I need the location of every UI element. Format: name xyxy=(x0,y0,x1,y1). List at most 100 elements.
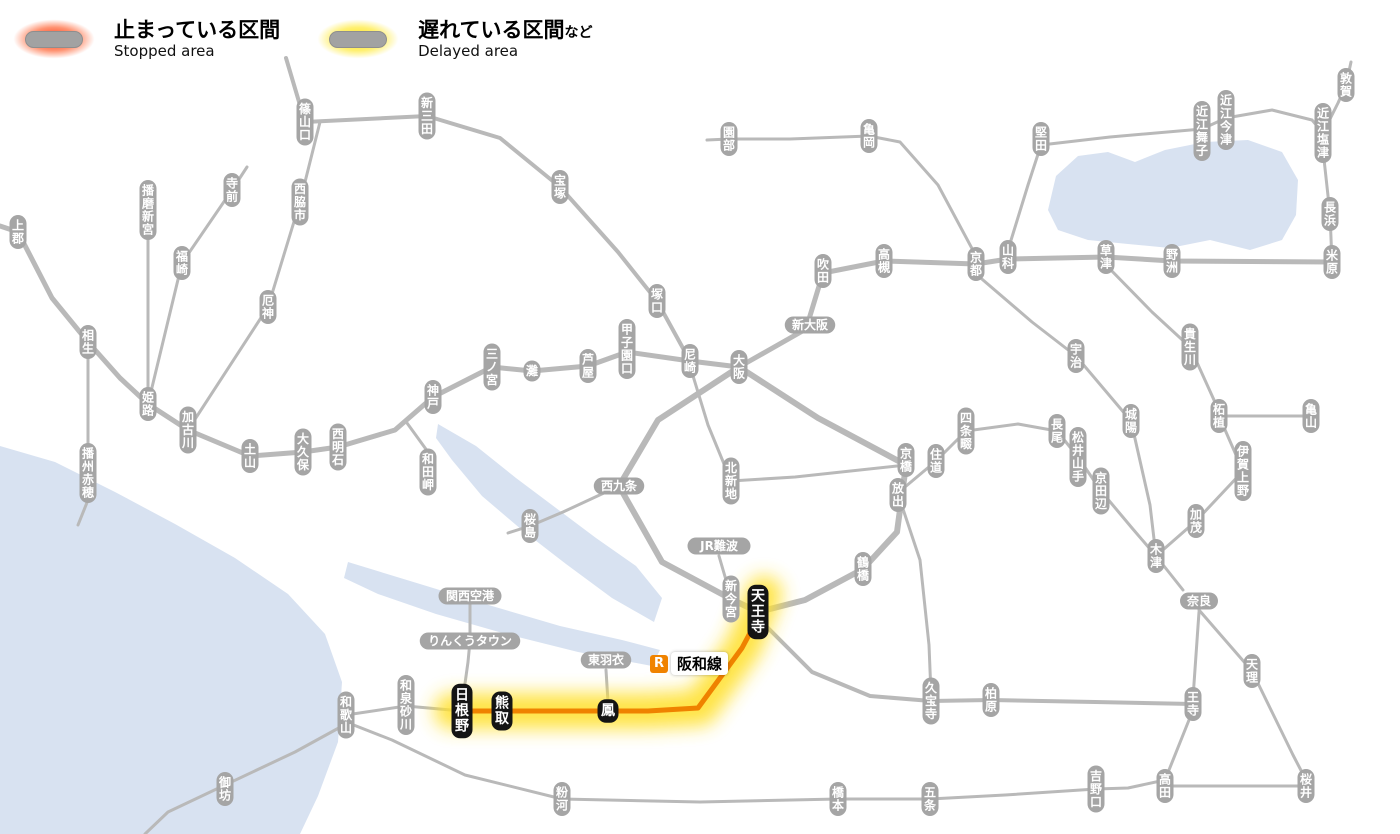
delayed-glow-icon xyxy=(304,8,413,70)
rail-line-airport-line xyxy=(460,599,472,707)
station-pill: 高田 xyxy=(1156,769,1174,803)
svg-text:西脇市: 西脇市 xyxy=(294,182,306,222)
stopped-area-sublabel: Stopped area xyxy=(114,42,215,61)
station-pill: 木津 xyxy=(1147,539,1165,573)
station-pill: 関西空港 xyxy=(438,587,502,605)
svg-text:福崎: 福崎 xyxy=(175,249,188,277)
delayed-area-sublabel: Delayed area xyxy=(418,42,519,61)
svg-text:和泉砂川: 和泉砂川 xyxy=(399,678,413,732)
station-pill: 伊賀上野 xyxy=(1234,441,1252,501)
rail-line-yumesaki xyxy=(506,484,621,535)
rail-line-kusatsu-line xyxy=(1104,263,1221,418)
svg-text:園部: 園部 xyxy=(723,126,735,153)
station-pill: 宇治 xyxy=(1067,339,1085,373)
svg-text:高田: 高田 xyxy=(1159,772,1171,800)
station-pill: 福崎 xyxy=(173,246,191,280)
station-pill: 加古川 xyxy=(179,406,197,454)
svg-text:三ノ宮: 三ノ宮 xyxy=(486,347,498,387)
station-pill: 三ノ宮 xyxy=(483,343,501,391)
svg-text:日根野: 日根野 xyxy=(455,688,470,735)
station-pill: 亀山 xyxy=(1302,399,1320,433)
station-pill: 奈良 xyxy=(1180,592,1218,610)
station-pill: 高槻 xyxy=(875,244,893,278)
station-pill: 篠山口 xyxy=(296,98,314,146)
rail-line-fukuchiyama xyxy=(284,56,692,363)
rail-line-osaka-loop xyxy=(616,364,909,615)
svg-text:甲子園口: 甲子園口 xyxy=(621,323,633,376)
station-pill: 御坊 xyxy=(216,772,234,806)
svg-text:亀岡: 亀岡 xyxy=(863,122,875,150)
rail-line-sagano xyxy=(705,134,978,258)
svg-text:加茂: 加茂 xyxy=(1189,507,1202,535)
station-pill: 山科 xyxy=(999,240,1017,274)
svg-text:加古川: 加古川 xyxy=(181,409,194,450)
svg-text:宝塚: 宝塚 xyxy=(554,173,566,201)
station-pill: 桜島 xyxy=(521,509,539,543)
station-pill: 和泉砂川 xyxy=(397,675,415,735)
stopped-glow-icon xyxy=(0,8,108,70)
svg-text:吉野口: 吉野口 xyxy=(1090,768,1102,809)
rail-line-biwako-line xyxy=(973,254,1335,267)
svg-text:天理: 天理 xyxy=(1246,658,1259,685)
hanwa-line-highlight xyxy=(459,615,761,714)
svg-text:寺前: 寺前 xyxy=(226,176,238,204)
rail-line-sakurai-line xyxy=(1197,608,1308,782)
station-pill: 王寺 xyxy=(1184,687,1202,721)
svg-text:天王寺: 天王寺 xyxy=(751,589,766,636)
station-pill: 放出 xyxy=(889,478,907,512)
svg-text:松井山手: 松井山手 xyxy=(1072,430,1084,484)
svg-text:草津: 草津 xyxy=(1100,243,1112,271)
station-pill: 長尾 xyxy=(1048,414,1066,448)
line-name-label: 阪和線 xyxy=(671,652,729,675)
rail-line-oji-nara xyxy=(1191,610,1201,700)
svg-text:放出: 放出 xyxy=(891,481,905,509)
svg-text:山科: 山科 xyxy=(1002,243,1014,271)
station-pill: 草津 xyxy=(1097,240,1115,274)
water-area xyxy=(0,446,342,834)
svg-text:鳳: 鳳 xyxy=(601,703,615,719)
svg-text:四条畷: 四条畷 xyxy=(959,411,973,451)
svg-text:橋本: 橋本 xyxy=(832,785,845,813)
svg-text:京橋: 京橋 xyxy=(900,446,913,474)
rail-line-osaka-higashi xyxy=(897,495,933,696)
water-area xyxy=(344,562,660,666)
svg-text:高槻: 高槻 xyxy=(878,247,890,275)
svg-text:近江今津: 近江今津 xyxy=(1219,93,1233,147)
station-pill: 大阪 xyxy=(730,350,748,384)
station-pill: 新三田 xyxy=(418,92,436,140)
svg-text:米原: 米原 xyxy=(1326,248,1339,276)
svg-text:王寺: 王寺 xyxy=(1187,691,1199,718)
station-pill: 京田辺 xyxy=(1092,467,1110,515)
station-pill: 西明石 xyxy=(329,423,347,471)
svg-text:桜井: 桜井 xyxy=(1300,772,1312,800)
station-pill: 灘 xyxy=(523,360,541,382)
svg-text:長浜: 長浜 xyxy=(1324,200,1337,228)
svg-text:新大阪: 新大阪 xyxy=(792,317,829,332)
svg-text:住道: 住道 xyxy=(930,447,942,475)
station-pill: 吹田 xyxy=(814,254,832,288)
svg-text:尼崎: 尼崎 xyxy=(684,348,696,375)
stopped-segment-swatch xyxy=(25,30,83,48)
station-pill: 尼崎 xyxy=(681,344,699,378)
svg-text:土山: 土山 xyxy=(244,442,256,470)
rail-line-yamatoji xyxy=(756,616,1195,706)
rail-line-tozai xyxy=(688,364,908,483)
svg-text:貴生川: 貴生川 xyxy=(1183,326,1196,367)
svg-text:野洲: 野洲 xyxy=(1166,248,1178,275)
station-pill: 敦賀 xyxy=(1337,68,1355,102)
station-pill: 野洲 xyxy=(1163,244,1181,278)
station-pill: 和歌山 xyxy=(337,691,355,739)
svg-text:吹田: 吹田 xyxy=(817,257,830,285)
hanwa-line-badge: R 阪和線 xyxy=(650,652,729,675)
station-pill: 東羽衣 xyxy=(580,651,632,669)
station-pill: 寺前 xyxy=(223,173,241,207)
svg-text:りんくうタウン: りんくうタウン xyxy=(428,634,512,648)
svg-text:近江塩津: 近江塩津 xyxy=(1317,106,1329,160)
station-pill: 堅田 xyxy=(1032,122,1050,156)
station-pill: 園部 xyxy=(720,122,738,156)
svg-text:和歌山: 和歌山 xyxy=(339,694,353,735)
svg-text:相生: 相生 xyxy=(82,328,94,356)
station-pill: 神戸 xyxy=(424,380,442,414)
station-pill: 久宝寺 xyxy=(922,677,940,725)
station-pill: 西九条 xyxy=(593,477,645,495)
